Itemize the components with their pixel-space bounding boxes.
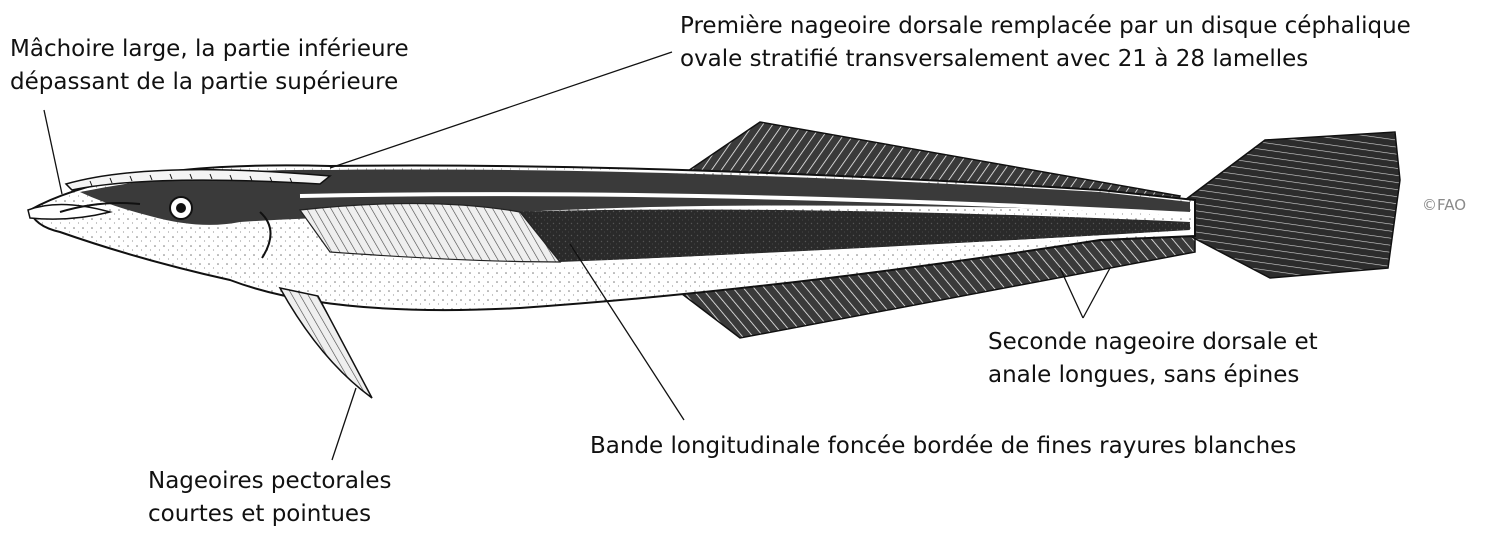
dorsal-disc-label-line-1: Première nageoire dorsale remplacée par … bbox=[680, 10, 1411, 43]
pupil bbox=[176, 203, 186, 213]
band-label-line-1: Bande longitudinale foncée bordée de fin… bbox=[590, 430, 1296, 463]
caudal-fin bbox=[1185, 132, 1400, 278]
pectoral-label: Nageoires pectorales courtes et pointues bbox=[148, 465, 391, 531]
jaw-label: Mâchoire large, la partie inférieure dép… bbox=[10, 33, 409, 99]
dorsal-disc-label-line-2: ovale stratifié transversalement avec 21… bbox=[680, 43, 1411, 76]
pectoral-label-line-2: courtes et pointues bbox=[148, 498, 391, 531]
jaw-label-line-2: dépassant de la partie supérieure bbox=[10, 66, 409, 99]
leader-jaw bbox=[44, 110, 62, 194]
leader-pectoral bbox=[332, 388, 356, 460]
jaw-label-line-1: Mâchoire large, la partie inférieure bbox=[10, 33, 409, 66]
second-dorsal-label-line-1: Seconde nageoire dorsale et bbox=[988, 326, 1318, 359]
dorsal-disc-label: Première nageoire dorsale remplacée par … bbox=[680, 10, 1411, 76]
second-dorsal-label-line-2: anale longues, sans épines bbox=[988, 359, 1318, 392]
leader-second-dorsal-b bbox=[1083, 268, 1110, 318]
second-dorsal-label: Seconde nageoire dorsale et anale longue… bbox=[988, 326, 1318, 392]
pectoral-label-line-1: Nageoires pectorales bbox=[148, 465, 391, 498]
band-label: Bande longitudinale foncée bordée de fin… bbox=[590, 430, 1296, 463]
credit: ©FAO bbox=[1422, 196, 1466, 214]
